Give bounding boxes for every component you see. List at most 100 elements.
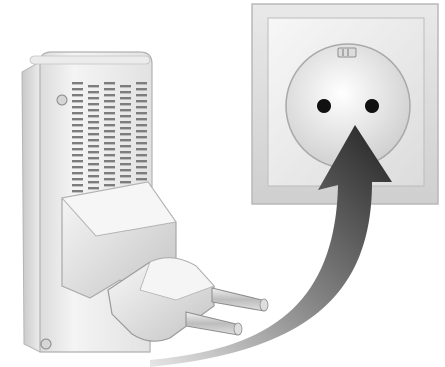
vent-slot: [104, 82, 115, 84]
vent-slot: [88, 151, 99, 153]
vent-slot: [120, 163, 131, 165]
socket-hole-left: [317, 99, 331, 113]
vent-slot: [72, 130, 83, 132]
vent-slot: [136, 100, 147, 102]
vent-slot: [88, 85, 99, 87]
vent-slot: [88, 103, 99, 105]
plug-pin-upper: [212, 288, 268, 311]
vent-slot: [72, 178, 83, 180]
vent-slot: [88, 169, 99, 171]
vent-slot: [72, 148, 83, 150]
vent-slot: [136, 118, 147, 120]
vent-slot: [104, 166, 115, 168]
vent-slot: [120, 145, 131, 147]
vent-slot: [104, 106, 115, 108]
vent-slot: [72, 94, 83, 96]
vent-slot: [120, 121, 131, 123]
vent-slot: [136, 166, 147, 168]
vent-slot: [120, 169, 131, 171]
vent-slot: [136, 94, 147, 96]
vent-slot: [120, 109, 131, 111]
vent-slot: [104, 154, 115, 156]
vent-slot: [120, 157, 131, 159]
vent-slot: [136, 112, 147, 114]
vent-slot: [72, 136, 83, 138]
vent-slot: [136, 148, 147, 150]
vent-slot: [120, 97, 131, 99]
vent-slot: [88, 163, 99, 165]
vent-slot: [120, 91, 131, 93]
vent-slot: [88, 127, 99, 129]
device-screw-bottom: [41, 339, 51, 349]
vent-slot: [120, 103, 131, 105]
vent-slot: [88, 187, 99, 189]
vent-slot: [88, 97, 99, 99]
vent-slot: [88, 175, 99, 177]
vent-slot: [72, 184, 83, 186]
vent-slot: [72, 124, 83, 126]
vent-slot: [120, 115, 131, 117]
vent-slot: [136, 160, 147, 162]
vent-slot: [88, 181, 99, 183]
vent-slot: [72, 160, 83, 162]
vent-slot: [104, 124, 115, 126]
device-screw-top: [57, 95, 67, 105]
device-top-edge: [30, 56, 150, 64]
vent-slot: [136, 178, 147, 180]
vent-slot: [88, 109, 99, 111]
vent-slot: [72, 172, 83, 174]
vent-slot: [72, 100, 83, 102]
vent-slot: [120, 127, 131, 129]
vent-slot: [88, 91, 99, 93]
vent-slot: [104, 88, 115, 90]
vent-slot: [120, 175, 131, 177]
vent-slot: [120, 181, 131, 183]
vent-slot: [72, 106, 83, 108]
vent-slot: [136, 172, 147, 174]
device-side: [22, 62, 40, 352]
vent-slot: [72, 154, 83, 156]
vent-slot: [104, 130, 115, 132]
vent-slot: [136, 130, 147, 132]
vent-slot: [72, 142, 83, 144]
vent-slot: [88, 157, 99, 159]
vent-slot: [136, 136, 147, 138]
vent-slot: [120, 133, 131, 135]
vent-slot: [72, 88, 83, 90]
powerline-adapter: [22, 52, 268, 352]
vent-slot: [72, 190, 83, 192]
vent-slot: [136, 82, 147, 84]
vent-slot: [120, 85, 131, 87]
vent-slot: [136, 88, 147, 90]
vent-slot: [136, 154, 147, 156]
vent-slot: [104, 136, 115, 138]
vent-slot: [88, 139, 99, 141]
vent-slot: [104, 178, 115, 180]
socket-hole-right: [365, 99, 379, 113]
vent-slot: [104, 100, 115, 102]
vent-slot: [104, 118, 115, 120]
vent-slot: [104, 160, 115, 162]
vent-slot: [104, 142, 115, 144]
vent-slot: [72, 82, 83, 84]
vent-slot: [120, 139, 131, 141]
vent-slot: [104, 112, 115, 114]
plug-pin-lower: [186, 312, 242, 335]
vent-slot: [88, 145, 99, 147]
vent-slot: [120, 151, 131, 153]
socket-ground-clip: [338, 48, 356, 57]
vent-slot: [104, 184, 115, 186]
vent-slot: [136, 124, 147, 126]
vent-slot: [88, 115, 99, 117]
vent-slot: [72, 166, 83, 168]
vent-slot: [88, 133, 99, 135]
vent-slot: [72, 112, 83, 114]
vent-slot: [104, 148, 115, 150]
vent-slot: [136, 142, 147, 144]
vent-slot: [104, 94, 115, 96]
vent-slot: [104, 172, 115, 174]
vent-slot: [88, 121, 99, 123]
vent-slot: [72, 118, 83, 120]
